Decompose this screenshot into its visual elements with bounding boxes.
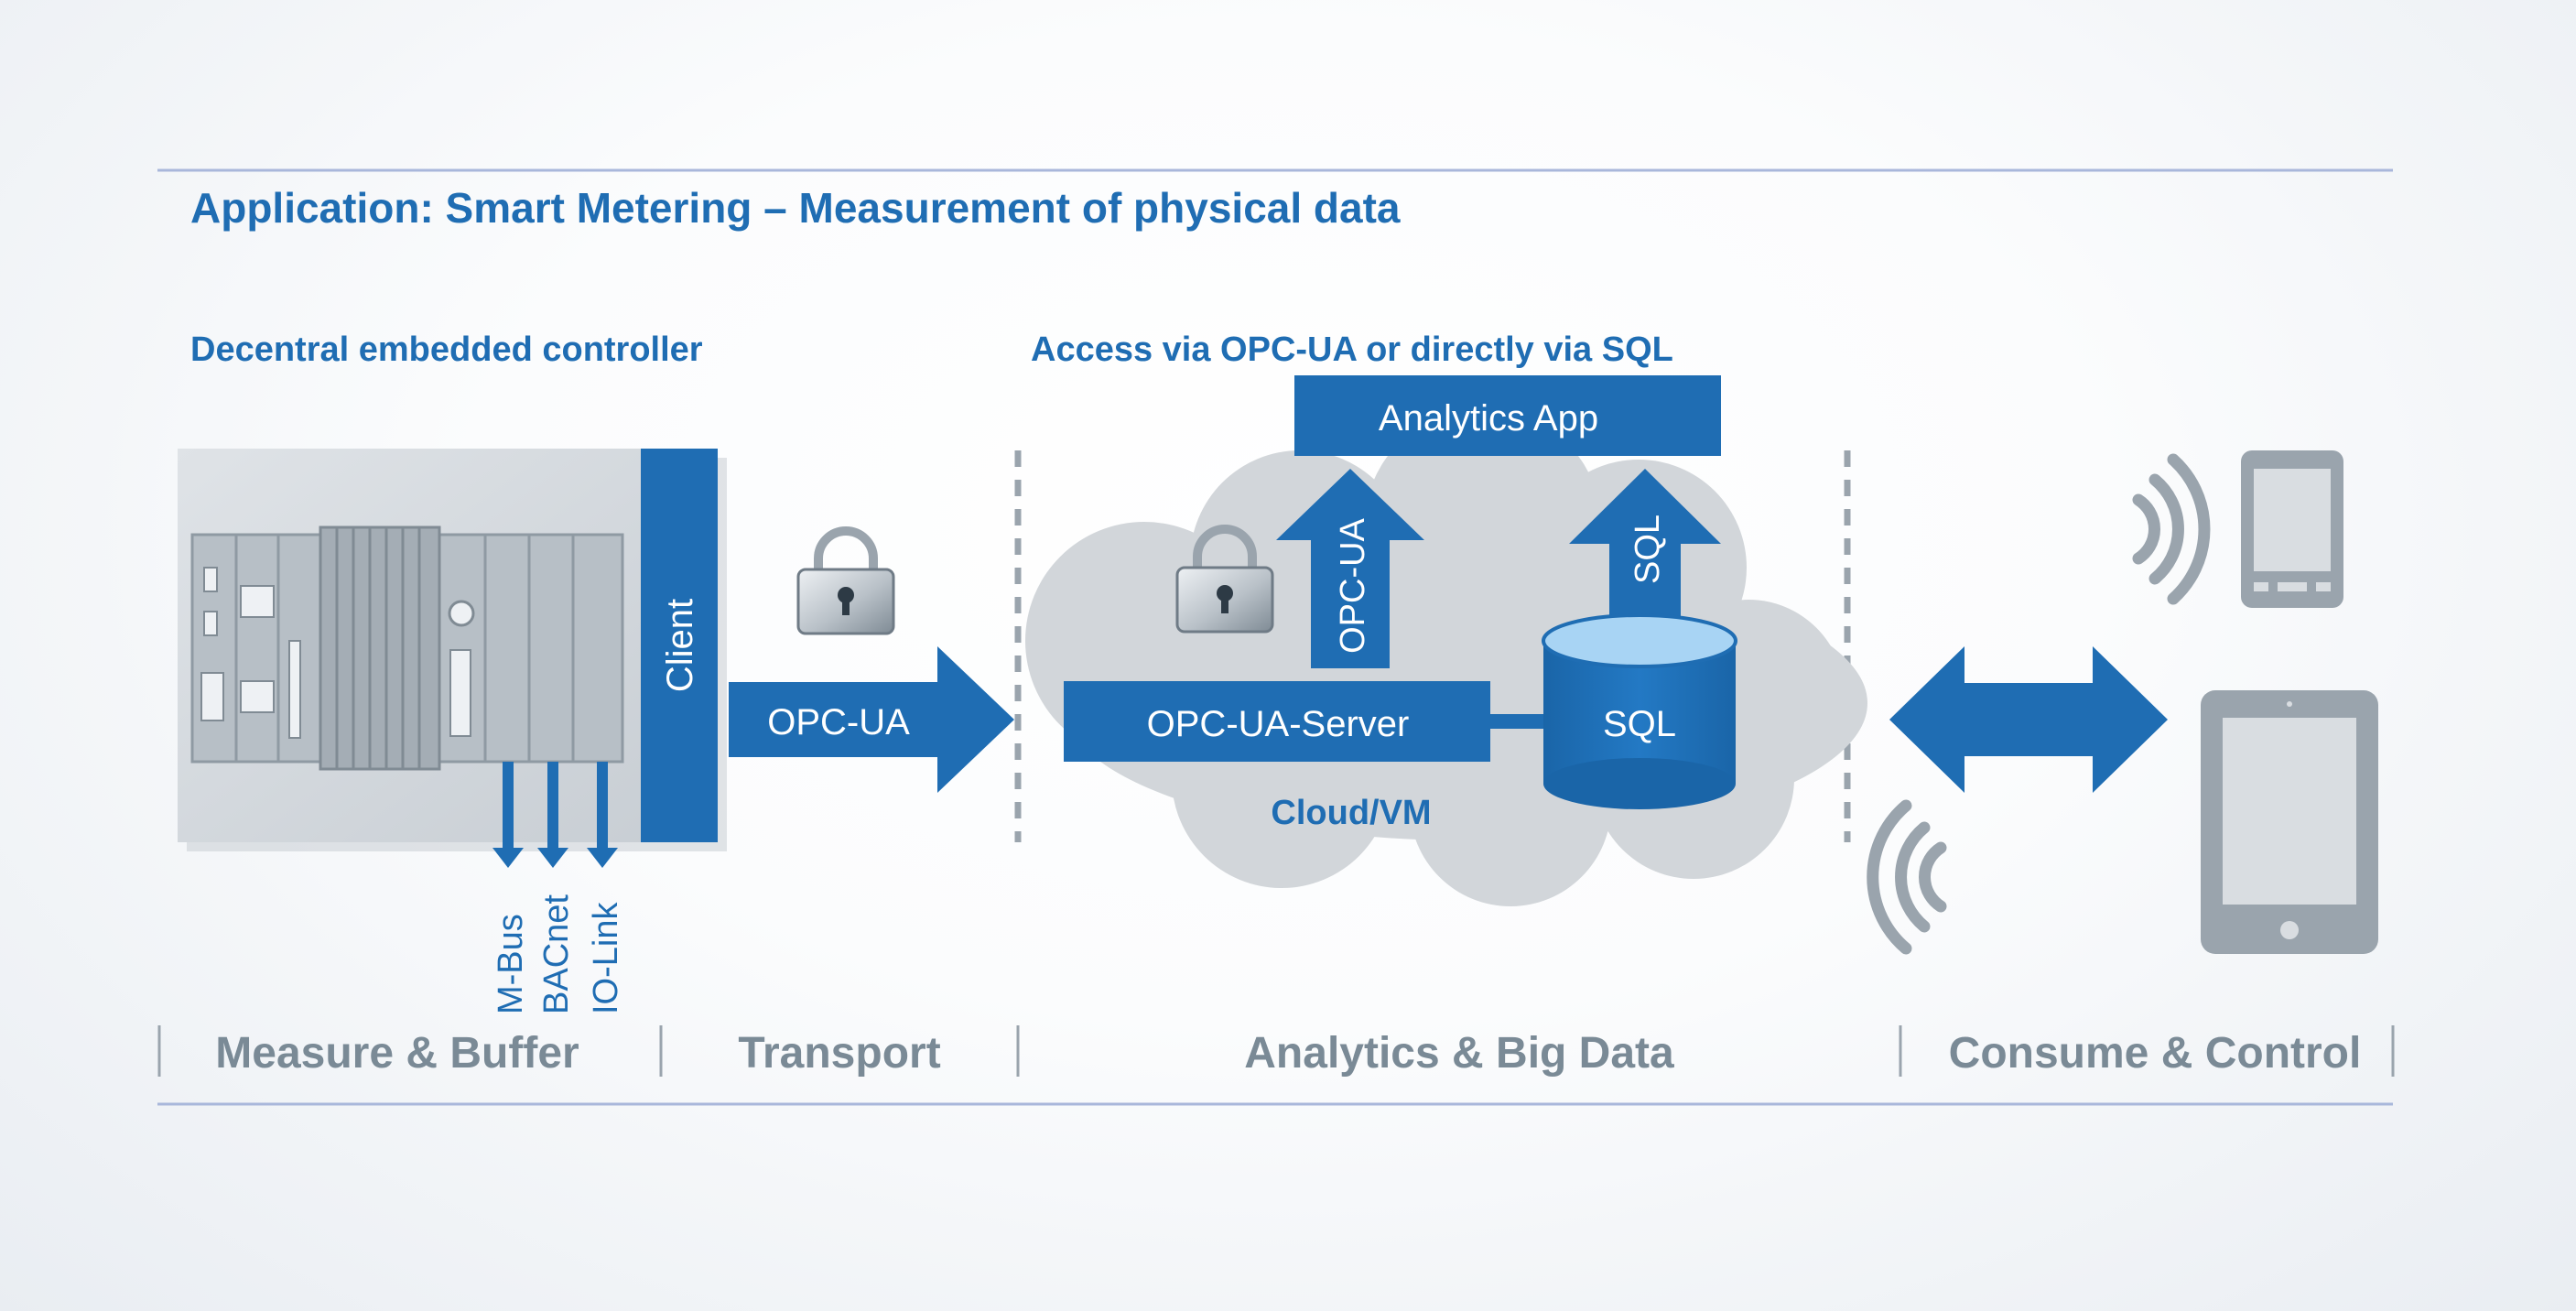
heading-access: Access via OPC-UA or directly via SQL [1031, 330, 1673, 369]
stage-analytics-big-data: Analytics & Big Data [1244, 1029, 1674, 1078]
wireless-signal-icon [1867, 799, 1947, 955]
wireless-signal-icon [2132, 453, 2211, 605]
bidirectional-arrow [1889, 646, 2168, 793]
sql-database-label: SQL [1603, 704, 1676, 744]
smartphone-icon [2241, 450, 2343, 608]
stage-transport: Transport [738, 1029, 940, 1078]
sql-up-arrow: SQL [1569, 469, 1721, 623]
analytics-app-label: Analytics App [1379, 398, 1598, 439]
analytics-app-box: Analytics App [1294, 375, 1721, 456]
sql-up-arrow-label: SQL [1629, 515, 1667, 584]
protocol-mbus: M-Bus [492, 914, 530, 1014]
protocol-bacnet: BACnet [537, 894, 576, 1014]
stage-dividers [157, 1025, 2395, 1077]
padlock-icon [1175, 525, 1274, 634]
sql-database: SQL [1542, 613, 1737, 809]
tablet-icon [2201, 690, 2378, 954]
stage-measure-buffer: Measure & Buffer [215, 1029, 579, 1078]
opcua-up-arrow-label: OPC-UA [1334, 517, 1372, 653]
diagram-title: Application: Smart Metering – Measuremen… [190, 184, 1401, 232]
transport-arrow-label: OPC-UA [767, 702, 910, 742]
heading-controller: Decentral embedded controller [190, 330, 703, 369]
protocol-arrows [492, 762, 618, 868]
padlock-icon [796, 526, 895, 635]
cloud-label: Cloud/VM [1271, 794, 1431, 832]
opcua-up-arrow: OPC-UA [1276, 469, 1424, 668]
embedded-controller [178, 449, 727, 851]
protocol-iolink: IO-Link [587, 902, 625, 1014]
server-db-connector [1490, 714, 1545, 729]
transport-arrow: OPC-UA [729, 646, 1014, 793]
cloud-shape [1025, 408, 1867, 906]
client-bar: Client [641, 449, 718, 842]
opcua-server-box: OPC-UA-Server [1064, 681, 1490, 762]
opcua-server-label: OPC-UA-Server [1147, 704, 1410, 744]
stage-consume-control: Consume & Control [1949, 1029, 2362, 1078]
client-label: Client [660, 599, 700, 692]
